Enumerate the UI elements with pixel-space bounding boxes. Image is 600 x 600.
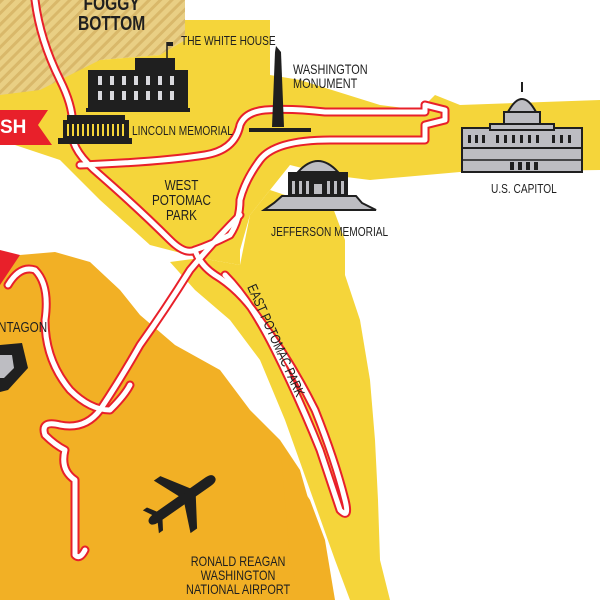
- pentagon-label: NTAGON: [0, 319, 48, 336]
- airport-label: RONALD REAGAN WASHINGTON NATIONAL AIRPOR…: [186, 554, 290, 596]
- airport-line1: RONALD REAGAN: [190, 553, 286, 569]
- west-potomac-park-label: WEST POTOMAC PARK: [152, 178, 211, 223]
- us-capitol-label: U.S. CAPITOL: [491, 181, 557, 196]
- washington-monument-line1: WASHINGTON: [293, 61, 368, 77]
- washington-monument-icon: [249, 46, 311, 132]
- airport-area-edge: [280, 440, 330, 600]
- foggy-bottom-line2: BOTTOM: [78, 13, 146, 35]
- foggy-bottom-line1: FOGGY: [83, 0, 140, 15]
- jefferson-memorial-icon: [260, 160, 377, 211]
- white-house-label: THE WHITE HOUSE: [181, 33, 276, 48]
- jefferson-memorial-label: JEFFERSON MEMORIAL: [271, 224, 389, 239]
- washington-monument-label: WASHINGTON MONUMENT: [293, 62, 368, 90]
- foggy-bottom-label: FOGGY BOTTOM: [78, 0, 145, 34]
- airport-line2: WASHINGTON: [200, 567, 276, 583]
- finish-banner-label: SH: [0, 117, 27, 138]
- foggy-bottom-area: [0, 0, 185, 95]
- west-potomac-park-line2: POTOMAC: [152, 192, 211, 209]
- start-flag-icon: [0, 250, 20, 285]
- pentagon-courtyard: [0, 355, 14, 378]
- arlington-area: [0, 252, 335, 600]
- lincoln-memorial-icon: [58, 115, 132, 144]
- west-potomac-park-line3: PARK: [165, 207, 197, 224]
- white-house-icon: [86, 42, 190, 112]
- west-potomac-park-line1: WEST: [164, 177, 199, 194]
- washington-monument-line2: MONUMENT: [293, 75, 358, 91]
- finish-banner-icon: [0, 110, 52, 145]
- airport-line3: NATIONAL AIRPORT: [186, 581, 291, 597]
- us-capitol-icon: [461, 82, 583, 173]
- lincoln-memorial-label: LINCOLN MEMORIAL: [132, 123, 233, 138]
- airplane-icon: [142, 475, 216, 534]
